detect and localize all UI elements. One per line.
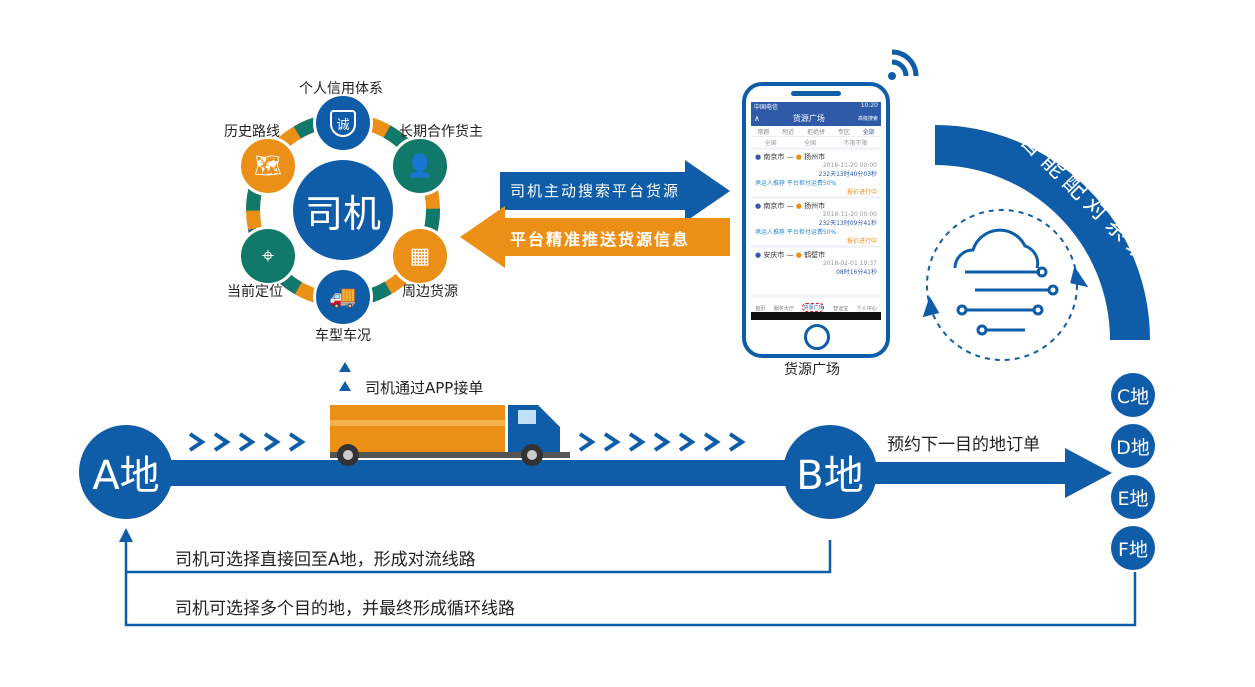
nav-item[interactable]: 智运宝 [833,306,849,312]
app-note: 司机通过APP接单 [365,379,484,397]
cargo-card[interactable]: ● 安庆市 — ● 鹤壁市 2018-02-01 19:37 08时16分41秒 [751,248,881,294]
nav-item[interactable]: 服务大厅 [773,306,794,312]
nav-item[interactable]: 首页 [755,306,766,312]
tab[interactable]: 拒绝拼 [806,128,825,136]
wifi-icon [888,49,919,80]
boxes-icon: ▦ [390,226,450,286]
point-d: D地 [1111,424,1155,468]
cargo-card[interactable]: ● 南京市 — ● 扬州市 2018-11-20 00:00 232天13时40… [751,150,881,196]
cargo-owner-icon: 👤 [390,136,450,196]
carrier: 中国电信 [754,104,779,111]
card-countdown: 08时16分41秒 [836,269,877,276]
up-triangle-icon [339,381,351,391]
tab[interactable]: 专区 [837,128,850,136]
cloud-circuit-icon [922,209,1089,361]
back-icon[interactable]: ∧ [754,113,760,123]
hub-label-history: 历史路线 [224,124,280,140]
point-c: C地 [1111,373,1155,417]
loop-note: 司机可选择多个目的地，并最终形成循环线路 [175,599,515,619]
filter[interactable]: 全国 [803,139,816,147]
search-arrow [500,160,730,222]
route-line [165,460,795,486]
bottom-nav: 首页 服务大厅 货源广场 智运宝 个人中心 [751,298,881,312]
hub-label-location: 当前定位 [227,284,283,300]
card-status: 报价进行中 [846,189,877,196]
return-note: 司机可选择直接回至A地，形成对流线路 [175,550,476,570]
card-to: 鹤壁市 [804,251,826,259]
hub-label-owner: 长期合作货主 [399,124,483,140]
filter[interactable]: 全国 [764,139,777,147]
credit-shield-icon: 诚 [313,93,373,153]
truck-small-icon: 🚚 [313,267,373,327]
screen-title: 货源广场 [792,113,825,123]
return-arrowhead [119,528,133,542]
search-link[interactable]: 高级搜索 [857,115,878,122]
card-time: 2018-02-01 19:37 [822,260,877,267]
hub-label-vehicle: 车型车况 [315,328,371,344]
hub-label-credit: 个人信用体系 [299,81,383,97]
card-time: 2018-11-20 00:00 [822,211,877,218]
return-paths [124,540,1137,627]
hub-label-nearby: 周边货源 [402,284,458,300]
card-note: 承运人推荐 平台担付运费50% [755,180,837,187]
up-triangle-icon [339,362,351,372]
card-from: 南京市 [763,202,785,210]
filter[interactable]: 不限不限 [843,139,868,147]
android-nav-bar [751,312,881,320]
card-status: 报价进行中 [846,238,877,245]
card-to: 扬州市 [804,202,826,210]
phone-caption: 货源广场 [784,362,840,378]
phone-screen: 中国电信 10:20 ∧ 货源广场 高级搜索 常跑 附近 拒绝拼 专区 全部 全国 全国 不限不限… [751,102,881,312]
next-arrow [875,448,1112,498]
phone: 中国电信 10:20 ∧ 货源广场 高级搜索 常跑 附近 拒绝拼 专区 全部 全国 全国 不限不限… [742,82,890,358]
hub-ring-teal [246,113,440,307]
map-icon: 🗺 [238,136,298,196]
cargo-card[interactable]: ● 南京市 — ● 扬州市 2018-11-20 00:00 232天13时09… [751,199,881,245]
location-pin-icon: ⌖ [238,226,298,286]
point-b: B地 [783,425,877,519]
search-arrow-label: 司机主动搜索平台货源 [510,182,681,200]
system-arc [935,125,1150,340]
nav-item[interactable]: 货源广场 [802,303,825,312]
point-e: E地 [1111,475,1155,519]
home-button[interactable] [804,324,830,350]
nav-item[interactable]: 个人中心 [856,306,877,312]
card-time: 2018-11-20 00:00 [822,162,877,169]
card-to: 扬州市 [804,153,826,161]
card-from: 南京市 [763,153,785,161]
chevrons [188,432,746,452]
point-a: A地 [79,425,173,519]
tab-active[interactable]: 全部 [862,128,875,136]
point-f: F地 [1111,526,1155,570]
next-note: 预约下一目的地订单 [887,435,1040,455]
truck-icon [330,405,570,466]
phone-speaker [791,91,841,96]
tab[interactable]: 附近 [782,128,795,136]
driver-center: 司机 [293,160,393,260]
card-countdown: 232天13时09分41秒 [818,220,877,227]
card-note: 承运人推荐 平台担付运费50% [755,229,837,236]
push-arrow-label: 平台精准推送货源信息 [510,230,691,249]
status-time: 10:20 [860,102,878,109]
tab[interactable]: 常跑 [757,128,770,136]
card-countdown: 232天13时40分03秒 [818,171,877,178]
card-from: 安庆市 [763,251,785,259]
push-arrow [460,206,730,268]
